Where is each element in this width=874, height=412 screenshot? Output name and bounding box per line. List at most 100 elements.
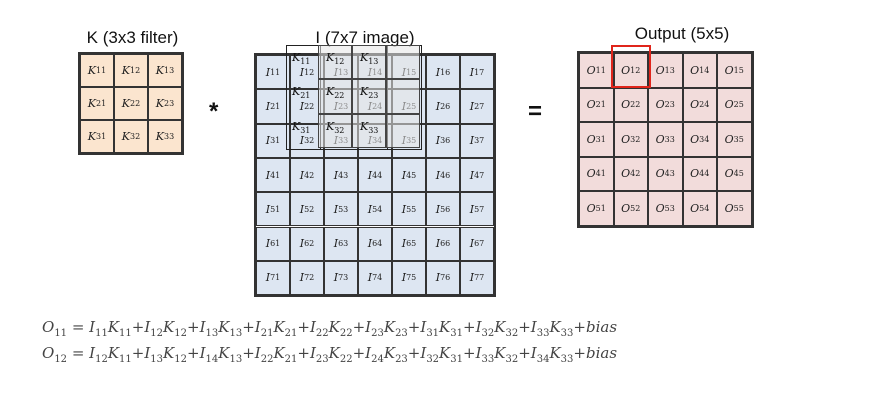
window-cell-2-1 [318,79,352,114]
window-kernel-label: K23 [360,85,379,101]
window-kernel-label: K21 [292,85,311,101]
convolution-operator: * [209,98,219,125]
window-cell-3-3 [386,113,420,148]
window-cell-3-1 [318,113,352,148]
window-kernel-label: K13 [360,51,379,67]
window-kernel-label: K11 [292,51,311,67]
window-kernel-label: K32 [326,119,345,135]
window-cell-2-2 [352,79,386,114]
output-title: Output (5x5) [634,24,730,43]
window-kernel-label: K33 [360,119,379,135]
window-kernel-label: K31 [292,119,311,135]
window-kernel-label: K22 [326,85,345,101]
window-cell-2-3 [386,79,420,114]
window-cell-1-3 [386,45,420,80]
window-cell-1-1 [318,45,352,80]
equation-1: O11 = I11K11+I12K12+I13K13+I21K21+I22K22… [42,318,618,339]
image-title: I (7x7 image) [315,28,415,47]
equals-operator: = [528,98,543,125]
equation-2: O12 = I12K11+I13K12+I14K13+I22K21+I23K22… [42,344,618,365]
window-kernel-label: K12 [326,51,345,67]
window-cell-3-2 [352,113,386,148]
image-grid: I11I12I13I14I15I16I17I21I22I23I24I25I26I… [254,45,496,298]
filter-title: K (3x3 filter) [86,28,179,47]
highlighted-output-cell [610,45,651,88]
window-cell-1-2 [352,45,386,80]
